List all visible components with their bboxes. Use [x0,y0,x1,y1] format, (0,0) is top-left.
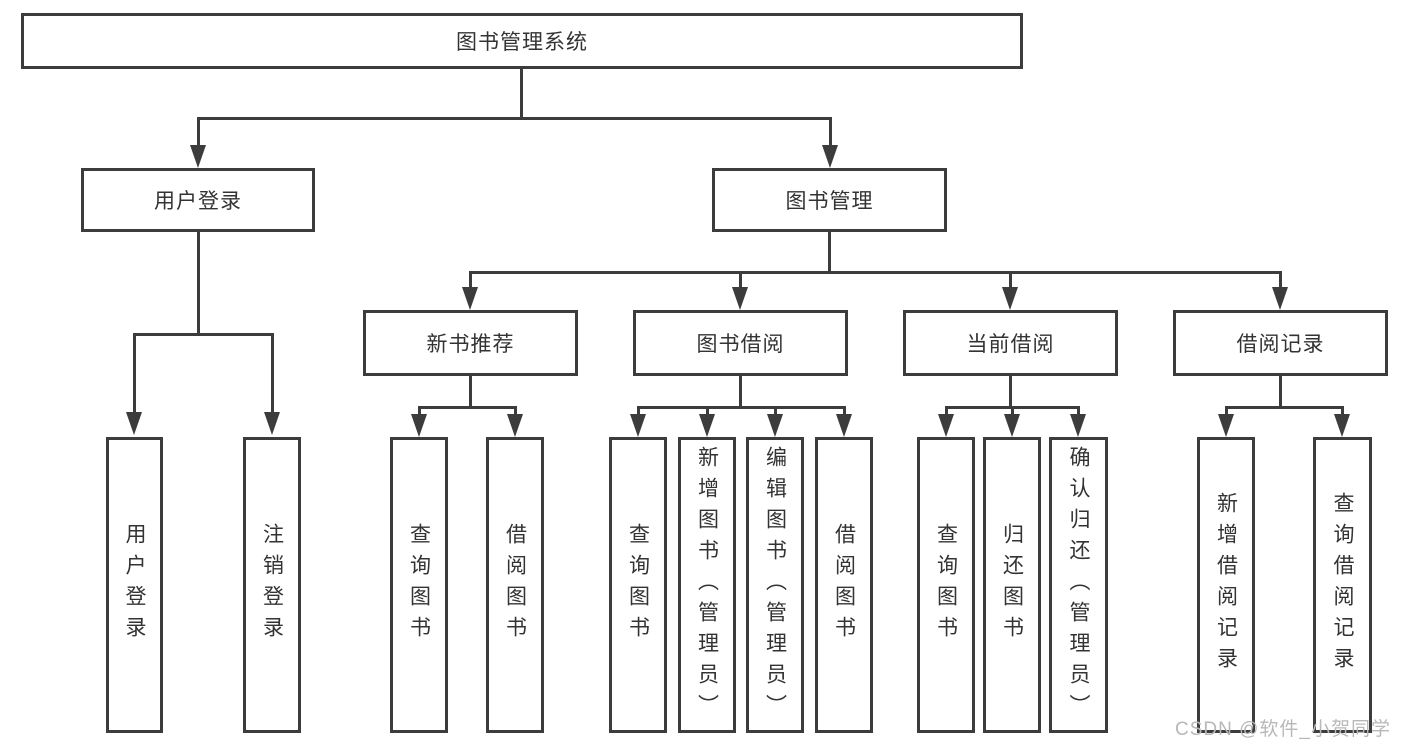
leaf-confirm-return-admin: 确认归还（管理员） [1049,437,1108,733]
node-user-login-label: 用户登录 [154,190,242,213]
connector-leaf [1225,406,1228,418]
arrow-down-icon [822,145,838,168]
node-new-book-recommend-label: 新书推荐 [426,333,515,356]
leaf-borrow-books-recommend-label: 借阅图书 [503,523,527,647]
node-user-login: 用户登录 [81,168,315,232]
connector-new-book-recommend-hline [418,406,517,409]
connector-leaf [774,406,777,418]
node-current-borrow: 当前借阅 [903,310,1118,376]
leaf-return-books: 归还图书 [983,437,1041,733]
leaf-add-book-admin: 新增图书（管理员） [678,437,736,733]
arrow-down-icon [190,145,206,168]
arrow-down-icon [462,287,478,310]
connector-to-book-management [829,117,832,147]
leaf-user-login: 用户登录 [106,437,163,733]
connector-book-management-stem [828,232,831,273]
arrow-down-icon [126,412,142,435]
node-root-label: 图书管理系统 [456,31,588,54]
arrow-down-icon [732,287,748,310]
connector-user-login-hline [133,333,274,336]
leaf-edit-book-admin-label: 编辑图书（管理员） [763,445,787,725]
connector-to-book-borrow [739,271,742,289]
arrow-down-icon [1272,287,1288,310]
connector-leaf [514,406,517,418]
leaf-borrow-books-recommend: 借阅图书 [486,437,544,733]
leaf-add-borrow-record: 新增借阅记录 [1197,437,1255,733]
arrow-down-icon [507,414,523,437]
arrow-down-icon [264,412,280,435]
arrow-down-icon [411,414,427,437]
leaf-logout-label: 注销登录 [260,523,284,647]
leaf-add-borrow-record-label: 新增借阅记录 [1214,492,1238,678]
leaf-return-books-label: 归还图书 [1000,523,1024,647]
node-book-borrow-label: 图书借阅 [696,333,785,356]
arrow-down-icon [1334,414,1350,437]
connector-to-borrow-records [1279,271,1282,289]
connector-user-login-stem [197,232,200,335]
connector-current-borrow-stem [1009,376,1012,409]
leaf-query-books-recommend-label: 查询图书 [407,523,431,647]
leaf-query-books-current: 查询图书 [917,437,975,733]
connector-book-borrow-hline [637,406,846,409]
leaf-query-books-borrow-label: 查询图书 [626,523,650,647]
arrow-down-icon [1218,414,1234,437]
connector-to-new-book-recommend [469,271,472,289]
node-current-borrow-label: 当前借阅 [966,333,1055,356]
node-root: 图书管理系统 [21,13,1023,69]
connector-to-leaf-logout [271,333,274,414]
leaf-add-book-admin-label: 新增图书（管理员） [695,445,719,725]
arrow-down-icon [1070,414,1086,437]
arrow-down-icon [1002,287,1018,310]
node-borrow-records-label: 借阅记录 [1236,333,1325,356]
arrow-down-icon [767,414,783,437]
arrow-down-icon [938,414,954,437]
csdn-watermark: CSDN @软件_小贺同学 [1175,719,1391,740]
node-book-borrow: 图书借阅 [633,310,848,376]
connector-to-current-borrow [1009,271,1012,289]
leaf-query-books-borrow: 查询图书 [609,437,667,733]
connector-leaf [418,406,421,418]
connector-to-leaf-user-login [133,333,136,414]
connector-new-book-recommend-stem [469,376,472,409]
connector-leaf [637,406,640,418]
node-new-book-recommend: 新书推荐 [363,310,578,376]
node-borrow-records: 借阅记录 [1173,310,1388,376]
leaf-logout: 注销登录 [243,437,301,733]
connector-leaf [1011,406,1014,418]
connector-leaf [1077,406,1080,418]
connector-borrow-records-stem [1279,376,1282,409]
leaf-query-borrow-record-label: 查询借阅记录 [1331,492,1354,678]
connector-root-stem [520,69,523,118]
connector-book-borrow-stem [739,376,742,409]
arrow-down-icon [836,414,852,437]
connector-leaf [1341,406,1344,418]
connector-leaf [843,406,846,418]
arrow-down-icon [1004,414,1020,437]
leaf-edit-book-admin: 编辑图书（管理员） [746,437,804,733]
leaf-borrow-books-label: 借阅图书 [832,523,856,647]
leaf-query-books-current-label: 查询图书 [934,523,958,647]
node-book-management-label: 图书管理 [785,190,874,213]
leaf-query-books-recommend: 查询图书 [390,437,448,733]
connector-leaf [706,406,709,418]
connector-book-management-hline [469,271,1282,274]
leaf-query-borrow-record: 查询借阅记录 [1313,437,1372,733]
leaf-confirm-return-admin-label: 确认归还（管理员） [1067,445,1090,725]
connector-leaf [945,406,948,418]
connector-to-user-login [197,117,200,147]
node-book-management: 图书管理 [712,168,947,232]
leaf-borrow-books: 借阅图书 [815,437,873,733]
arrow-down-icon [630,414,646,437]
leaf-user-login-label: 用户登录 [123,523,146,647]
connector-root-hline [197,117,832,120]
arrow-down-icon [699,414,715,437]
connector-borrow-records-hline [1225,406,1344,409]
